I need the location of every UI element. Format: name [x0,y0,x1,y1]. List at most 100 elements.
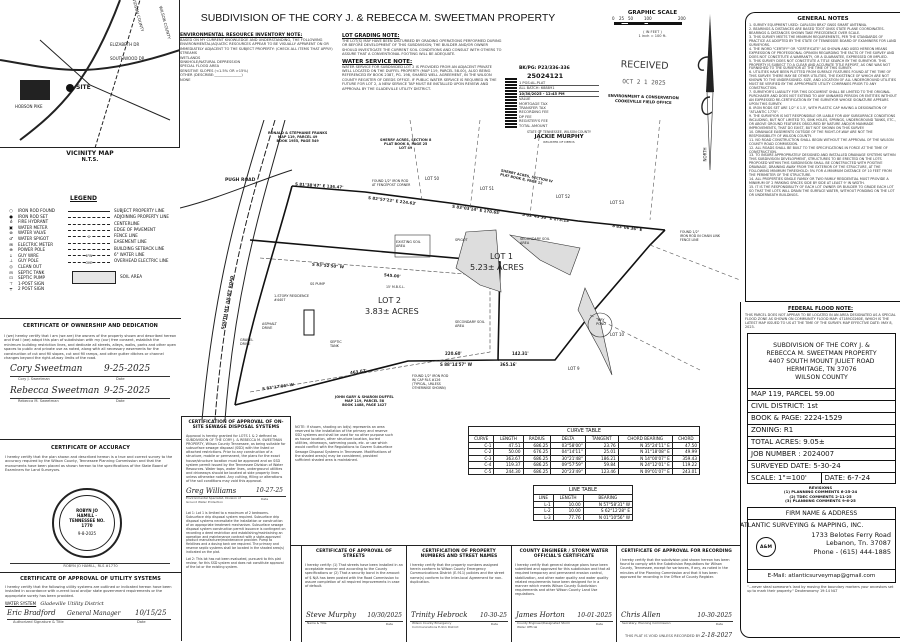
lot-53: LOT 53 [610,200,625,205]
signature: Chris Allen [621,611,661,619]
legend-line-swatch [68,223,110,230]
legend-soil-swatch [72,271,116,284]
cert-heading: CERTIFICATE OF APPROVAL OF STREETS [315,549,393,559]
received-title: RECEIVED [620,59,669,72]
env-item: STREAMS [180,51,198,56]
general-notes-list: 1. SURVEY EQUIPMENT USED: CARLSON BRX7 G… [749,23,897,198]
vicinity-map-drawing [0,0,179,147]
firm-email[interactable]: E-Mail: atlanticsurveymap@gmail.com [748,568,895,582]
table-cell: L-3 [533,513,554,521]
graphic-scale-ratio: 1 inch = 100 ft. [638,34,667,39]
legend-line-row: CENTERLINE [68,221,180,227]
cert-heading: COUNTY ENGINEER / STORM WATER OFFICIAL'S… [519,549,609,559]
cert-numbers: CERTIFICATION OF PROPERTY NUMBERS AND ST… [406,546,511,642]
west-boundary [234,185,293,406]
bearing-label: 142.31' [512,351,529,356]
legend-symbol-icon: ⊗ [9,230,13,236]
legend-line-label: CENTERLINE [114,220,140,226]
firm-street: 1733 Belotes Ferry Road [811,530,891,539]
scale: SCALE: 1"=100' [748,473,822,483]
signature-date: 10-30-2025 [697,612,732,619]
environmental-note: ENVIRONMENTAL RESOURCE INVENTORY NOTE: B… [180,33,335,82]
lot-grading-heading: LOT GRADING NOTE: [342,33,400,39]
vicinity-road-label: SOUTHWOOD DR [110,56,145,61]
surveyor-name: ROBYN JO HAMILL, RLS #1770 [63,564,118,568]
legend-symbol-label: WATER VALVE [18,230,47,236]
cert-accuracy-body: I hereby certify that the plan shown and… [5,455,173,473]
plat-drawing [180,120,740,420]
general-notes-heading: GENERAL NOTES [797,16,849,22]
scale-date-row: SCALE: 1"=100' DATE: 6-7-24 [748,472,895,484]
firm-address: A&M 1733 Belotes Ferry Road Lebanon, Tn.… [748,529,895,569]
stamp-lines: 1 PGS:AL-PLAT ALL BATCH: 688891 10/30/20… [519,81,599,144]
secondary-soil-area [577,287,613,376]
stamp-line: TOTAL AMOUNT [519,123,548,128]
cert-void-note: THIS PLAT IS VOID UNLESS RECORDED BY 2-1… [625,632,732,639]
cert-utility-body: I hereby certify that the following util… [5,585,172,598]
legend-line-mark: 6"W [85,254,93,259]
stamp-line: MORTGAGE TAX [519,101,548,106]
road-centerline [214,120,276,420]
signature: Steve Murphy [306,611,357,619]
secondary-soil-area-lot1 [508,234,581,276]
legend-symbol-row: ⊞ELECTRIC METER [4,242,66,248]
table-cell: 20°23'49" [550,467,586,475]
signature-date: 9-25-2025 [104,386,151,397]
setback-label: 15' M.B.S.L. [386,285,405,289]
vicinity-map-label: VICINITY MAP [66,150,114,157]
gravel-drive-label: GRAVEL DRIVE [240,338,254,346]
dry-pond-label: DRY POND [596,318,606,326]
legend-line-label: OVERHEAD ELECTRIC LINE [114,258,169,264]
signature-line [620,621,733,622]
revision: (3) PLANNING COMMENTS 9-6-25 [785,498,856,504]
legend-line-swatch: OHE [68,260,110,268]
cert-body: I hereby certify that the property numbe… [410,563,505,584]
sig-label: Name & Title [307,621,327,625]
signature: Cory Sweetman [10,364,83,375]
pugh-road [180,169,293,209]
general-note-item: 2. BEARINGS & DISTANCES ARE BASED TDOT G… [749,26,885,35]
job-number: JOB NUMBER : 2024007 [748,448,895,460]
cert-utility-heading: CERTIFICATE OF APPROVAL OF UTILITY SYSTE… [20,576,161,582]
revision: (1) PLANNING COMMENTS 6-25-24 [783,489,858,495]
water-service-heading: WATER SERVICE NOTE: [342,58,413,65]
scale-tick: 200 [678,16,686,21]
sewage-lot1: Lot 1: Lot 1 is limited to a maximum of … [186,511,286,555]
legend-symbol-icon: ♂ [9,235,13,241]
cert-accuracy-heading: CERTIFICATE OF ACCURACY [51,445,130,451]
general-note-item: 7. SURVEYOR'S LIABILITY FOR THIS DOCUMEN… [749,90,897,107]
lot-51: LOT 51 [480,186,495,191]
signature-line [515,621,613,622]
water-system-value: Gladeville Utility District [40,601,104,608]
page-title: SUBDIVISION OF THE CORY J. & REBECCA M. … [200,12,556,24]
adjoining-line [589,244,740,371]
cert-sewage-heading: CERTIFICATION OF APPROVAL OF ON-SITE SEW… [188,420,284,430]
general-note-item: 8. IRON RODS SET ARE 1/2" X 1.5', WITH P… [749,106,887,114]
cert-utility: CERTIFICATE OF APPROVAL OF UTILITY SYSTE… [0,572,181,641]
dry-pond [587,312,613,338]
title-line: 4407 SOUTH MOUNT JULIET ROAD [768,358,875,365]
lot-50: LOT 50 [425,176,440,181]
legend-symbol-row: ●IRON ROD SET [4,214,66,220]
title-line: SUBDIVISION OF THE CORY J. & [773,342,870,349]
legend-line-label: FENCE LINE [114,233,138,239]
lot-52: LOT 52 [556,194,571,199]
date-label: Date [715,622,723,626]
stamp-line: DP FEE [519,114,532,119]
void-date: 2-18-2027 [701,632,733,639]
stamp-number: 25024121 [527,72,564,80]
stamp-register: JACKIE MURPHY [534,134,584,141]
legend-symbol-label: WATER SPIGOT [18,235,49,241]
cert-ownership-body: I (we) hereby certify that I am (we are)… [4,334,177,361]
spigot-label: SPIGOT [455,238,468,242]
table-cell: 243.01 [671,467,701,475]
bearing-label: S 88°14'57" W [440,362,473,367]
scale-tick: 100 [644,16,652,21]
pugh-road-label: PUGH ROAD [225,178,256,183]
bearing-label: 220.60' [445,351,462,356]
